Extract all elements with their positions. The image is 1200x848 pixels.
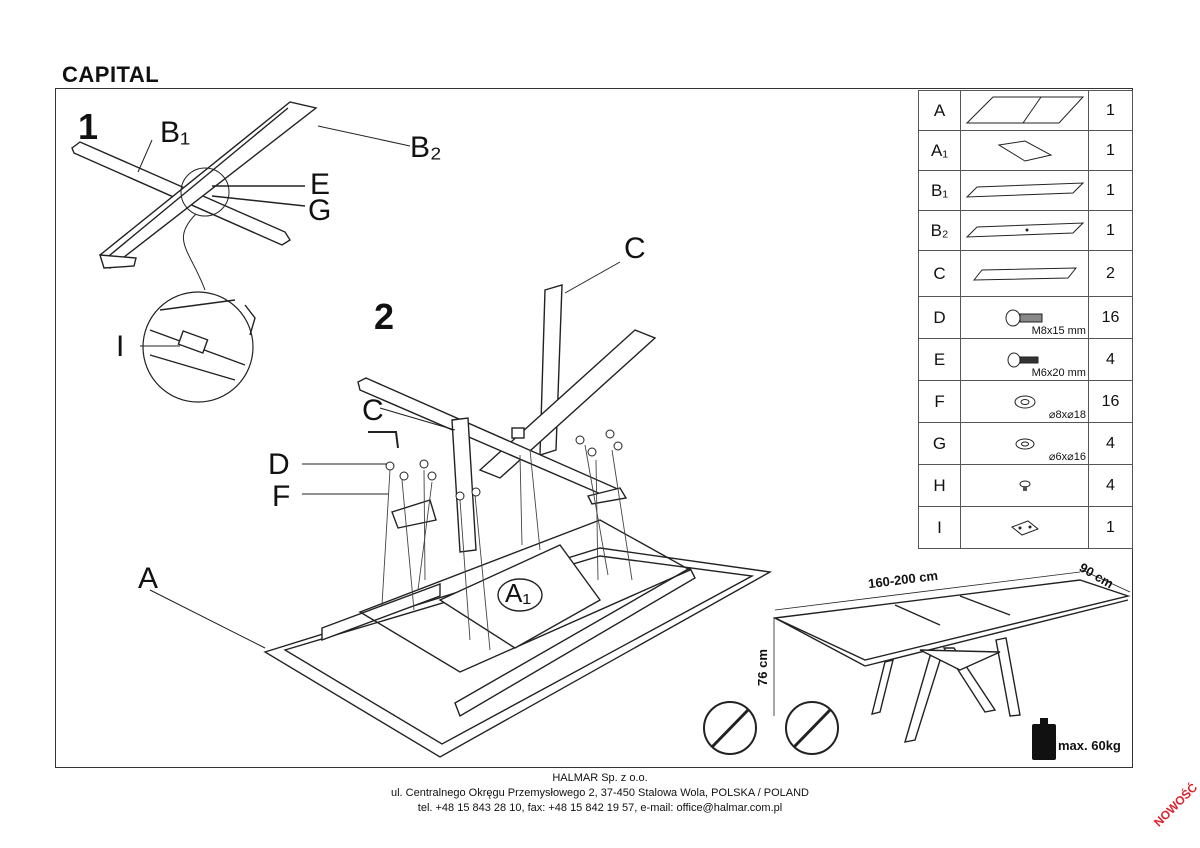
- max-load-label: max. 60kg: [1058, 738, 1121, 753]
- parts-row: B₂ 1: [917, 210, 1134, 251]
- assembled-table: [772, 569, 1131, 743]
- support-rail-icon: [960, 250, 1089, 297]
- step2-screws: [385, 429, 623, 501]
- part-code: E: [917, 338, 962, 381]
- washer-6-icon: ⌀6x⌀16: [960, 422, 1089, 465]
- leg-beam-b1-icon: [960, 170, 1089, 211]
- callout-f: F: [272, 480, 291, 513]
- part-code: D: [917, 296, 962, 339]
- step2-screw-guides: [381, 444, 633, 651]
- part-quantity: 1: [1087, 170, 1134, 211]
- part-quantity: 16: [1087, 380, 1134, 423]
- step-1-number: 1: [78, 106, 99, 147]
- part-quantity: 16: [1087, 296, 1134, 339]
- callout-b1: B₁: [160, 116, 191, 149]
- part-code: F: [917, 380, 962, 423]
- callout-b2: B₂: [410, 131, 442, 164]
- washer-8-icon: ⌀8x⌀18: [960, 380, 1089, 423]
- footer-address: ul. Centralnego Okręgu Przemysłowego 2, …: [390, 787, 809, 799]
- footer-company: HALMAR Sp. z o.o.: [552, 772, 648, 784]
- safety-icons: [703, 701, 839, 755]
- callout-a: A: [138, 562, 159, 595]
- leg-beam-b2-icon: [960, 210, 1089, 251]
- page-title: CAPITAL: [62, 62, 160, 87]
- footer-contact: tel. +48 15 843 28 10, fax: +48 15 842 1…: [417, 802, 783, 814]
- step2-tabletop: [149, 519, 773, 758]
- part-code: H: [917, 464, 962, 507]
- nut-icon: [960, 464, 1089, 507]
- part-code: A: [917, 90, 962, 131]
- bolt-m8-icon: M8x15 mm: [960, 296, 1089, 339]
- part-quantity: 1: [1087, 210, 1134, 251]
- part-code: C: [917, 250, 962, 297]
- part-spec: M6x20 mm: [1031, 367, 1086, 379]
- footer: HALMAR Sp. z o.o. ul. Centralnego Okręgu…: [0, 771, 1200, 816]
- callout-i: I: [116, 330, 125, 363]
- parts-row: A₁ 1: [917, 130, 1134, 171]
- part-spec: ⌀6x⌀16: [1048, 451, 1086, 463]
- part-quantity: 1: [1087, 506, 1134, 549]
- callout-a1: A₁: [505, 578, 532, 608]
- part-code: A₁: [917, 130, 962, 171]
- part-quantity: 1: [1087, 130, 1134, 171]
- callout-e: E: [310, 168, 331, 201]
- step2-legs: [302, 261, 657, 553]
- bolt-m6-icon: M6x20 mm: [960, 338, 1089, 381]
- step-2-number: 2: [374, 296, 395, 337]
- step1-leg-frame: [71, 101, 411, 403]
- bracket-icon: [960, 506, 1089, 549]
- part-code: B₁: [917, 170, 962, 211]
- parts-row: B₁ 1: [917, 170, 1134, 211]
- part-code: G: [917, 422, 962, 465]
- callout-g: G: [308, 194, 332, 227]
- callout-d: D: [268, 448, 290, 481]
- part-spec: ⌀8x⌀18: [1048, 409, 1086, 421]
- part-spec: M8x15 mm: [1031, 325, 1086, 337]
- callout-c-top: C: [624, 232, 646, 265]
- part-code: I: [917, 506, 962, 549]
- part-quantity: 4: [1087, 338, 1134, 381]
- part-quantity: 2: [1087, 250, 1134, 297]
- part-quantity: 4: [1087, 464, 1134, 507]
- part-quantity: 4: [1087, 422, 1134, 465]
- tabletop-icon: [960, 90, 1089, 131]
- part-code: B₂: [917, 210, 962, 251]
- height-dimension: 76 cm: [754, 649, 770, 686]
- weight-icon: [1032, 718, 1056, 760]
- part-quantity: 1: [1087, 90, 1134, 131]
- callout-c-mid: C: [362, 394, 384, 427]
- extension-leaf-icon: [960, 130, 1089, 171]
